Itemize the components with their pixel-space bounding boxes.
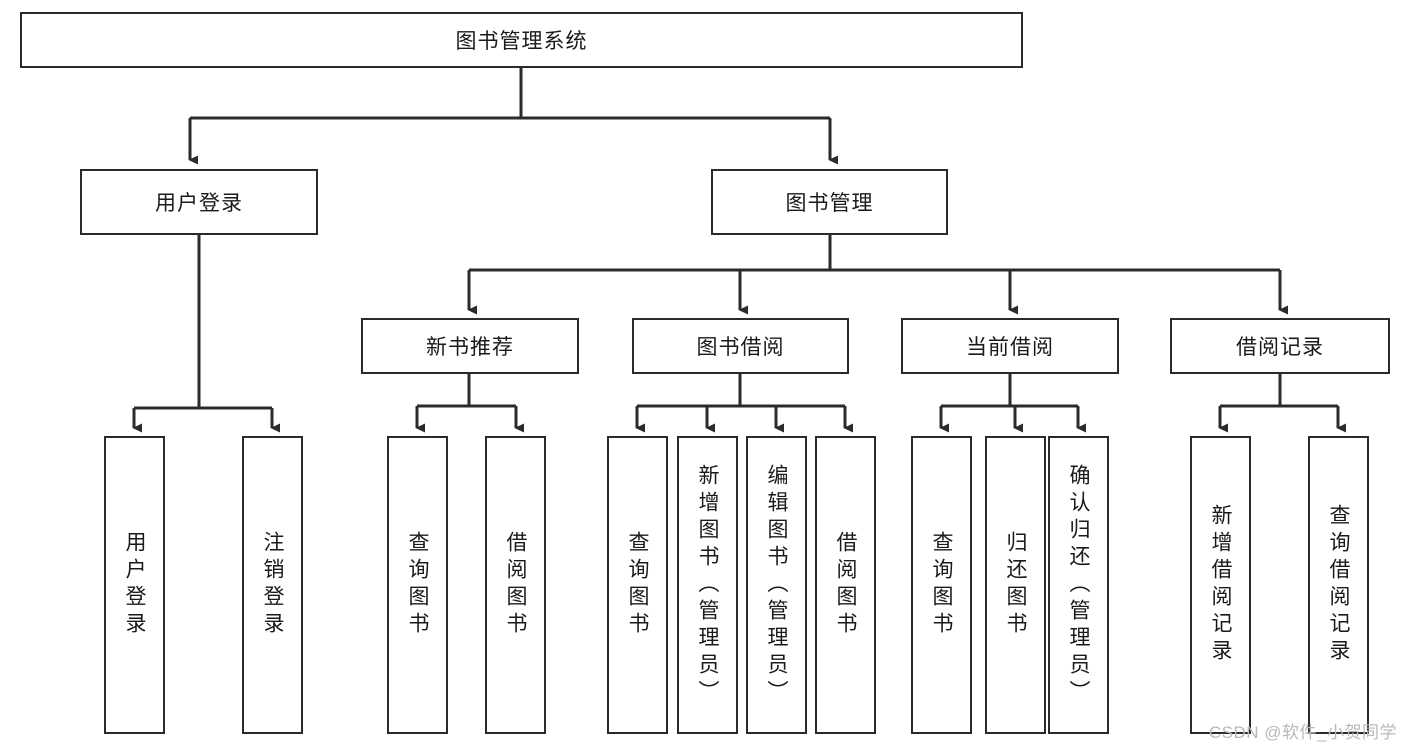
node-leaf-query-record[interactable]: 查询借阅记录 bbox=[1308, 436, 1369, 734]
node-new-book-recommend[interactable]: 新书推荐 bbox=[361, 318, 579, 374]
node-current-borrow-label: 当前借阅 bbox=[966, 336, 1054, 359]
node-leaf-add-book[interactable]: 新增图书（管理员） bbox=[677, 436, 738, 734]
node-leaf-edit-book-label: 编辑图书（管理员） bbox=[765, 463, 788, 707]
node-borrow-records[interactable]: 借阅记录 bbox=[1170, 318, 1390, 374]
node-leaf-return-book-label: 归还图书 bbox=[1004, 531, 1027, 639]
node-leaf-logout-label: 注销登录 bbox=[261, 531, 284, 639]
node-leaf-confirm-return-label: 确认归还（管理员） bbox=[1067, 463, 1090, 707]
node-book-management[interactable]: 图书管理 bbox=[711, 169, 948, 235]
node-leaf-confirm-return[interactable]: 确认归还（管理员） bbox=[1048, 436, 1109, 734]
node-current-borrow[interactable]: 当前借阅 bbox=[901, 318, 1119, 374]
watermark-text: CSDN @软件_小贺同学 bbox=[1208, 723, 1397, 742]
node-leaf-add-book-label: 新增图书（管理员） bbox=[696, 463, 719, 707]
node-leaf-borrow-book-2-label: 借阅图书 bbox=[834, 531, 857, 639]
node-book-borrow-label: 图书借阅 bbox=[696, 336, 785, 359]
node-leaf-query-book-2-label: 查询图书 bbox=[626, 531, 649, 639]
node-leaf-query-book-1[interactable]: 查询图书 bbox=[387, 436, 448, 734]
node-root[interactable]: 图书管理系统 bbox=[20, 12, 1023, 68]
node-book-borrow[interactable]: 图书借阅 bbox=[632, 318, 849, 374]
node-leaf-logout[interactable]: 注销登录 bbox=[242, 436, 303, 734]
node-root-label: 图书管理系统 bbox=[455, 30, 588, 53]
node-borrow-records-label: 借阅记录 bbox=[1236, 336, 1324, 359]
node-leaf-edit-book[interactable]: 编辑图书（管理员） bbox=[746, 436, 807, 734]
node-user-login[interactable]: 用户登录 bbox=[80, 169, 318, 235]
node-leaf-return-book[interactable]: 归还图书 bbox=[985, 436, 1046, 734]
node-leaf-query-book-2[interactable]: 查询图书 bbox=[607, 436, 668, 734]
node-book-management-label: 图书管理 bbox=[785, 192, 874, 215]
node-new-book-recommend-label: 新书推荐 bbox=[426, 336, 514, 359]
node-leaf-add-record[interactable]: 新增借阅记录 bbox=[1190, 436, 1251, 734]
node-leaf-borrow-book-1[interactable]: 借阅图书 bbox=[485, 436, 546, 734]
node-leaf-borrow-book-1-label: 借阅图书 bbox=[504, 531, 527, 639]
node-leaf-query-record-label: 查询借阅记录 bbox=[1327, 504, 1350, 666]
node-leaf-borrow-book-2[interactable]: 借阅图书 bbox=[815, 436, 876, 734]
node-leaf-query-book-3-label: 查询图书 bbox=[930, 531, 953, 639]
node-user-login-label: 用户登录 bbox=[155, 192, 243, 215]
node-leaf-add-record-label: 新增借阅记录 bbox=[1209, 504, 1232, 666]
node-leaf-query-book-1-label: 查询图书 bbox=[406, 531, 429, 639]
node-leaf-query-book-3[interactable]: 查询图书 bbox=[911, 436, 972, 734]
node-leaf-user-login[interactable]: 用户登录 bbox=[104, 436, 165, 734]
node-leaf-user-login-label: 用户登录 bbox=[123, 531, 146, 639]
